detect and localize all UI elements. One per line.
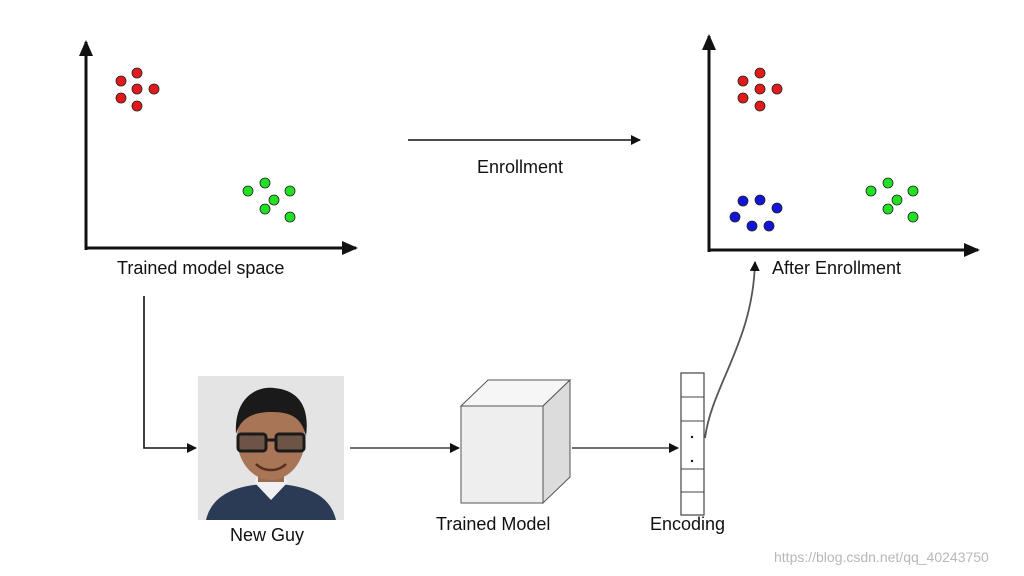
blue-point [746, 220, 758, 232]
trained-red-cluster [115, 67, 160, 112]
green-point [891, 194, 903, 206]
encoding-to-space-arrow [704, 261, 760, 439]
red-point [754, 67, 766, 79]
red-point [131, 100, 143, 112]
after-blue-cluster [729, 194, 783, 232]
enrollment-label: Enrollment [477, 157, 564, 177]
green-point [242, 185, 254, 197]
new-guy-label: New Guy [230, 525, 305, 545]
hair [235, 387, 307, 436]
shirt [206, 484, 336, 520]
encoding-vector [680, 372, 705, 516]
blue-point [729, 211, 741, 223]
glasses-left-lens [236, 432, 268, 453]
after-enrollment-label: After Enrollment [772, 258, 902, 278]
red-point [754, 83, 766, 95]
blue-point [737, 195, 749, 207]
blue-point [763, 220, 775, 232]
red-point [148, 83, 160, 95]
space-to-photo-connector [143, 296, 197, 453]
ellipsis-dot [690, 435, 694, 439]
green-point [259, 177, 271, 189]
encoding-label: Encoding [650, 514, 726, 534]
face [237, 396, 305, 480]
red-point [131, 67, 143, 79]
red-point [737, 92, 749, 104]
green-point [882, 177, 894, 189]
trained-model-cube [459, 378, 572, 505]
green-point [907, 185, 919, 197]
ellipsis-dot [690, 459, 694, 463]
blue-point [754, 194, 766, 206]
after-red-cluster [737, 67, 783, 112]
green-point [882, 203, 894, 215]
smile [255, 463, 287, 472]
green-point [268, 194, 280, 206]
red-point [754, 100, 766, 112]
trained-green-cluster [242, 177, 296, 223]
green-point [865, 185, 877, 197]
trained-space-label: Trained model space [117, 258, 285, 278]
cube-front-face [460, 405, 544, 504]
encoding-frame [680, 372, 705, 516]
after-enrollment-axes [702, 34, 980, 257]
trained-space-axes [79, 40, 358, 255]
new-guy-photo [198, 376, 344, 520]
red-point [771, 83, 783, 95]
red-point [115, 92, 127, 104]
red-point [131, 83, 143, 95]
glasses-right-lens [274, 432, 306, 453]
trained-model-label: Trained Model [436, 514, 551, 534]
green-point [907, 211, 919, 223]
blue-point [771, 202, 783, 214]
green-point [284, 185, 296, 197]
after-green-cluster [865, 177, 919, 223]
watermark: https://blog.csdn.net/qq_40243750 [774, 549, 989, 565]
green-point [284, 211, 296, 223]
green-point [259, 203, 271, 215]
red-point [737, 75, 749, 87]
red-point [115, 75, 127, 87]
